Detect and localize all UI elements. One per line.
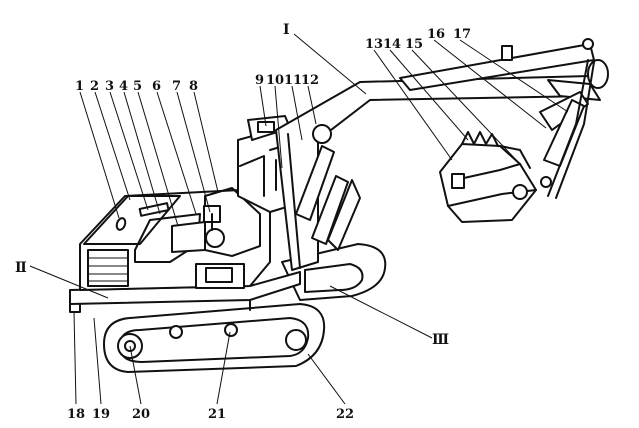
label-4: 4: [119, 79, 128, 94]
label-20: 20: [132, 407, 150, 422]
label-10: 10: [266, 73, 284, 88]
label-16: 16: [427, 27, 445, 42]
label-7: 7: [172, 79, 181, 94]
label-18: 18: [67, 407, 85, 422]
leader-lines: [29, 33, 569, 405]
roller-2: [224, 323, 238, 337]
label-21: 21: [208, 407, 226, 422]
label-22: 22: [336, 407, 354, 422]
idler: [285, 329, 307, 351]
label-2: 2: [90, 79, 99, 94]
label-5: 5: [133, 79, 142, 94]
label-I: Ⅰ: [283, 22, 290, 38]
far-track: [281, 243, 387, 301]
label-6: 6: [152, 79, 161, 94]
label-9: 9: [255, 73, 264, 88]
label-17: 17: [453, 27, 471, 42]
boom: [275, 75, 591, 271]
label-19: 19: [92, 407, 110, 422]
label-14: 14: [383, 37, 401, 52]
label-13: 13: [365, 37, 383, 52]
label-8: 8: [189, 79, 198, 94]
label-3: 3: [105, 79, 114, 94]
bucket: [439, 131, 552, 223]
radiator-grille: [87, 249, 129, 287]
crawler-track: [103, 303, 326, 373]
arm: [399, 38, 609, 199]
roller-1: [169, 325, 183, 339]
label-II: Ⅱ: [15, 260, 27, 276]
label-III: Ⅲ: [432, 332, 449, 348]
hydraulic-pump: [205, 228, 225, 248]
label-1: 1: [75, 79, 84, 94]
label-11: 11: [284, 73, 302, 88]
upper-structure: [79, 187, 271, 291]
label-15: 15: [405, 37, 423, 52]
callout-labels: Ⅰ Ⅱ Ⅲ 1 2 3 4 5 6 7 8 9 10 11 12 13 14 1…: [15, 22, 471, 422]
label-12: 12: [301, 73, 319, 88]
